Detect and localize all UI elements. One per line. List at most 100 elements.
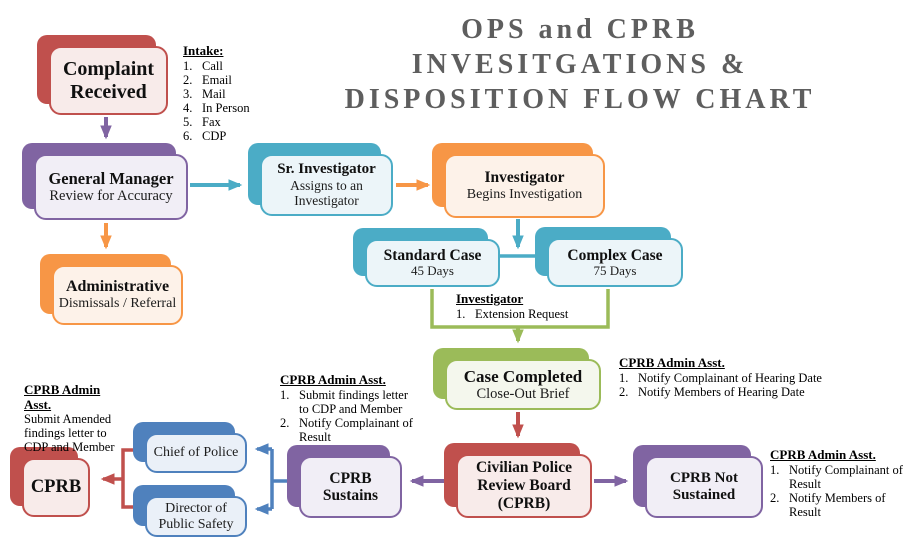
node-cprb-sustains: CPRB Sustains (287, 445, 402, 518)
list-item-number: 4. (183, 100, 193, 115)
node-face: Administrative Dismissals / Referral (52, 265, 183, 325)
list-item-text: Email (202, 72, 232, 87)
list-item-text: Notify Complainant of Result (789, 462, 903, 491)
list-item-text: Notify Members of Hearing Date (638, 384, 805, 399)
node-title: Standard Case (383, 247, 482, 265)
node-face: CPRB (22, 458, 90, 517)
node-complex-case: Complex Case 75 Days (535, 227, 683, 287)
amended-note-heading: CPRB Admin Asst. (24, 382, 101, 412)
list-item: 6. CDP (183, 129, 283, 143)
node-subtitle: Close-Out Brief (476, 385, 570, 402)
page-title-line-3: DISPOSITION FLOW CHART (344, 84, 816, 115)
node-title: CPRB Not Sustained (670, 470, 738, 503)
node-face: Chief of Police (145, 433, 247, 473)
list-item: 2. Notify Members of Result (770, 491, 908, 519)
node-title: Complaint Received (62, 58, 155, 103)
node-chief-of-police: Chief of Police (133, 422, 247, 473)
node-title: General Manager (48, 168, 174, 188)
list-item-number: 1. (770, 462, 780, 477)
page-title: OPS and CPRB INVESITGATIONS & DISPOSITIO… (320, 12, 840, 117)
list-item-number: 2. (619, 384, 629, 399)
list-item-text: Notify Complainant of Hearing Date (638, 370, 822, 385)
list-item: 1. Extension Request (456, 307, 616, 321)
node-subtitle: 45 Days (411, 263, 454, 279)
list-item-text: In Person (202, 100, 250, 115)
node-face: General Manager Review for Accuracy (34, 154, 188, 220)
list-item-number: 1. (183, 58, 193, 73)
node-face: Sr. Investigator Assigns to an Investiga… (260, 154, 393, 216)
result-note-heading: CPRB Admin Asst. (770, 447, 876, 462)
list-item-text: Fax (202, 114, 221, 129)
findings-note-heading: CPRB Admin Asst. (280, 372, 386, 387)
node-subtitle: Review for Accuracy (49, 188, 173, 205)
node-cprb-final: CPRB (10, 447, 90, 517)
list-item: 3. Mail (183, 87, 283, 101)
list-item-number: 2. (280, 415, 290, 430)
node-administrative: Administrative Dismissals / Referral (40, 254, 183, 325)
node-face: Investigator Begins Investigation (444, 154, 605, 218)
list-item-text: Call (202, 58, 223, 73)
node-cprb-board: Civilian Police Review Board (CPRB) (444, 443, 592, 518)
node-face: CPRB Not Sustained (645, 456, 763, 518)
node-title: Chief of Police (153, 445, 239, 461)
list-item: 2. Notify Members of Hearing Date (619, 385, 889, 399)
node-face: Director of Public Safety (145, 496, 247, 537)
list-item-text: Notify Members of Result (789, 490, 886, 519)
findings-note: CPRB Admin Asst. 1. Submit findings lette… (280, 372, 418, 444)
node-standard-case: Standard Case 45 Days (353, 228, 500, 287)
node-cprb-not-sustained: CPRB Not Sustained (633, 445, 763, 518)
list-item-number: 2. (770, 490, 780, 505)
hearing-note-heading: CPRB Admin Asst. (619, 355, 725, 370)
intake-note: Intake: 1. Call 2. Email 3. Mail 4. In Perso… (183, 43, 283, 143)
list-item-number: 1. (280, 387, 290, 402)
list-item-number: 2. (183, 72, 193, 87)
node-title: Complex Case (567, 246, 663, 264)
list-item-number: 1. (456, 306, 466, 321)
list-item: 5. Fax (183, 115, 283, 129)
list-item-text: Mail (202, 86, 226, 101)
page-title-line-1: OPS and CPRB (461, 14, 699, 45)
list-item: 2. Notify Complainant of Result (280, 416, 418, 444)
result-note: CPRB Admin Asst. 1. Notify Complainant of… (770, 447, 908, 519)
node-title: Case Completed (463, 366, 583, 386)
node-face: Case Completed Close-Out Brief (445, 359, 601, 410)
node-title: CPRB Sustains (322, 469, 379, 504)
list-item: 2. Email (183, 73, 283, 87)
list-item-text: Notify Complainant of Result (299, 415, 413, 444)
node-title: Director of Public Safety (158, 500, 234, 532)
list-item-number: 3. (183, 86, 193, 101)
amended-note: CPRB Admin Asst. Submit Amended findings… (24, 382, 127, 455)
node-complaint-received: Complaint Received (37, 35, 168, 115)
list-item: 4. In Person (183, 101, 283, 115)
node-title: Civilian Police Review Board (CPRB) (475, 459, 572, 512)
node-director-public-safety: Director of Public Safety (133, 485, 247, 537)
extension-note-heading: Investigator (456, 291, 524, 306)
node-title: Investigator (484, 169, 565, 187)
list-item-number: 6. (183, 128, 193, 143)
list-item-number: 1. (619, 370, 629, 385)
list-item-text: Submit findings letter to CDP and Member (299, 387, 409, 416)
node-face: CPRB Sustains (299, 456, 402, 518)
hearing-note: CPRB Admin Asst. 1. Notify Complainant of… (619, 355, 889, 399)
node-face: Complex Case 75 Days (547, 238, 683, 287)
list-item-number: 5. (183, 114, 193, 129)
node-face: Standard Case 45 Days (365, 239, 500, 287)
node-case-completed: Case Completed Close-Out Brief (433, 348, 601, 410)
list-item: 1. Call (183, 59, 283, 73)
list-item-text: Extension Request (475, 306, 569, 321)
node-subtitle: 75 Days (593, 262, 637, 278)
list-item: 1. Submit findings letter to CDP and Memb… (280, 388, 418, 416)
node-subtitle: Dismissals / Referral (58, 296, 177, 312)
node-general-manager: General Manager Review for Accuracy (22, 143, 188, 220)
list-item-text: CDP (202, 128, 227, 143)
node-face: Complaint Received (49, 46, 168, 115)
intake-note-heading: Intake: (183, 43, 224, 58)
amended-note-body: Submit Amended findings letter to CDP an… (24, 412, 115, 455)
node-subtitle: Begins Investigation (466, 186, 583, 202)
extension-note: Investigator 1. Extension Request (456, 291, 616, 321)
page-title-line-2: INVESITGATIONS & (411, 49, 749, 80)
node-sr-investigator: Sr. Investigator Assigns to an Investiga… (248, 143, 393, 216)
node-title: Administrative (65, 278, 170, 296)
node-title: Sr. Investigator (277, 161, 376, 178)
